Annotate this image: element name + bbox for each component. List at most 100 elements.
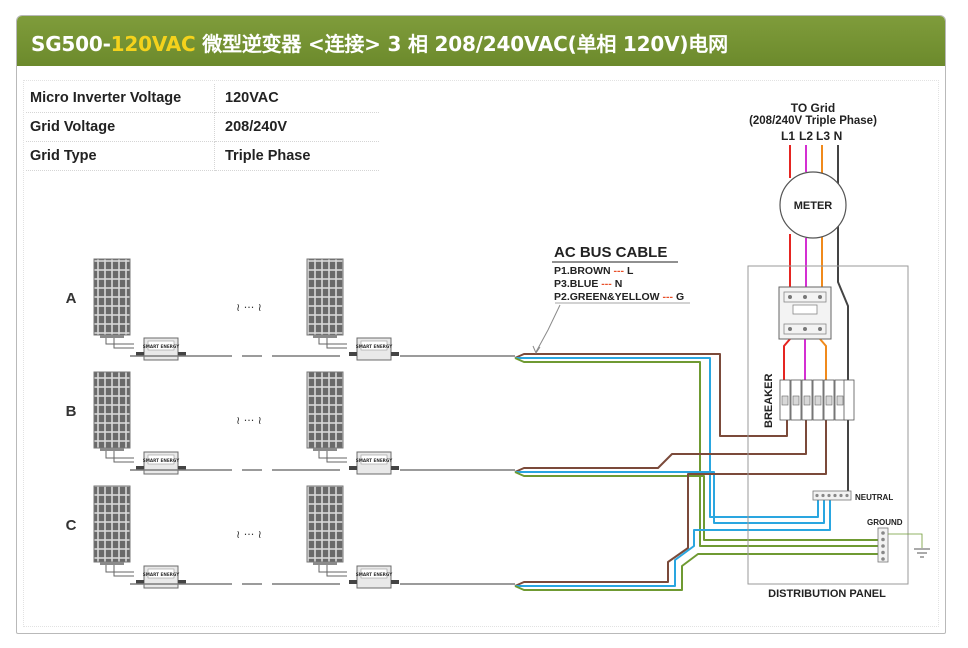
main-switch-screw — [788, 295, 792, 299]
microinverter-label-plate — [147, 568, 175, 579]
microinverter-connector — [178, 466, 186, 470]
main-switch-screw — [788, 327, 792, 331]
ac-bus-leader-arrow — [532, 345, 541, 355]
microinverter-connector — [136, 352, 144, 356]
microinverter-connector — [136, 580, 144, 584]
solar-panel-frame — [100, 562, 124, 565]
microinverter-brand: SMART ENERGY — [356, 458, 394, 463]
main-switch-screw — [803, 327, 807, 331]
solar-panel-frame — [313, 562, 337, 565]
solar-panel-icon — [306, 258, 344, 336]
row-label: C — [66, 517, 77, 534]
ac-bus-green-prefix: P2.GREEN&YELLOW — [554, 291, 660, 303]
main-switch-terminals — [783, 323, 827, 335]
panels-layer: SMART ENERGY SMART ENERGY SMART ENERGY SMAR… — [93, 258, 399, 589]
page-title: SG500-120VAC 微型逆变器 <连接> 3 相 208/240VAC(单… — [31, 28, 728, 57]
microinverter-brand: SMART ENERGY — [356, 344, 394, 349]
ground-label: GROUND — [867, 518, 903, 527]
row-b-neutral-wire — [515, 471, 825, 524]
spec-key: Grid Type — [26, 141, 215, 171]
title-bar: SG500-120VAC 微型逆变器 <连接> 3 相 208/240VAC(单… — [17, 16, 945, 66]
row-c-neutral-wire — [515, 500, 831, 587]
main-switch-terminals — [783, 291, 827, 303]
terminal-screw — [815, 493, 819, 498]
switch-l1-wire — [783, 338, 791, 380]
neutral-label: NEUTRAL — [855, 493, 893, 502]
title-rest: 微型逆变器 <连接> 3 相 208/240VAC(单相 120V)电网 — [195, 32, 728, 56]
terminal-screw — [881, 537, 885, 542]
solar-panel-icon — [306, 485, 344, 563]
labels-layer: A≀ ··· ≀B≀ ··· ≀C≀ ··· ≀ — [66, 290, 262, 541]
solar-panel-frame — [100, 335, 124, 338]
spec-value: 208/240V — [214, 112, 379, 142]
terminal-screw — [833, 493, 837, 498]
microinverter-connector — [136, 466, 144, 470]
main-switch-window — [792, 304, 818, 315]
switch-l3-wire — [819, 338, 827, 380]
spec-row: Grid Voltage 208/240V — [26, 112, 379, 142]
row-c-line-wire — [514, 420, 827, 587]
ground-screws — [881, 531, 885, 561]
meter-n-wire — [837, 224, 849, 380]
phase-label-l3: L3 — [816, 129, 830, 143]
phase-label-n: N — [834, 129, 843, 143]
ac-bus-blue-dash: --- — [601, 278, 612, 290]
microinverter-connector — [391, 580, 399, 584]
microinverter-icon: SMART ENERGY — [136, 451, 186, 475]
terminal-screw — [839, 493, 843, 498]
neutral-screws — [815, 493, 849, 498]
breaker-pole — [843, 379, 855, 421]
dc-lead — [318, 338, 347, 345]
content-area — [23, 80, 939, 627]
microinverter-connector — [178, 352, 186, 356]
ac-bus-green-dash: --- — [663, 291, 674, 303]
microinverter-connector — [349, 352, 357, 356]
microinverter-brand: SMART ENERGY — [143, 344, 181, 349]
microinverter-label-plate — [360, 568, 388, 579]
ac-bus-blue-suffix: N — [615, 278, 623, 290]
ac-bus-brown-dash: --- — [614, 265, 625, 277]
title-prefix: SG500- — [31, 32, 111, 56]
microinverter-label-plate — [360, 454, 388, 465]
spec-value: Triple Phase — [214, 141, 379, 171]
main-switch-screw — [818, 327, 822, 331]
terminal-screw — [845, 493, 849, 498]
microinverter-icon: SMART ENERGY — [349, 565, 399, 589]
dc-lead — [326, 565, 347, 577]
solar-panel-frame — [313, 448, 337, 451]
dc-lead — [113, 565, 134, 577]
ac-bus-brown-prefix: P1.BROWN — [554, 265, 611, 277]
microinverter-connector — [178, 580, 186, 584]
spec-row: Grid Type Triple Phase — [26, 141, 379, 171]
microinverter-connector — [391, 352, 399, 356]
breaker-toggle — [814, 395, 822, 406]
solar-panel-frame — [100, 448, 124, 451]
solar-panel-icon — [93, 258, 131, 336]
row-b-ground-wire — [514, 471, 878, 541]
row-ellipsis: ≀ ··· ≀ — [236, 301, 262, 314]
microinverter-connector — [349, 580, 357, 584]
earth-wire — [888, 533, 923, 548]
terminal-screw — [821, 493, 825, 498]
meter-icon — [779, 171, 847, 239]
breaker-toggle — [792, 395, 800, 406]
main-switch-screw — [803, 295, 807, 299]
breaker-label: BREAKER — [763, 374, 775, 428]
row-a-ground-wire — [514, 357, 878, 547]
ac-bus-brown-suffix: L — [627, 265, 634, 277]
solar-panel-icon — [306, 371, 344, 449]
microinverter-label-plate — [360, 340, 388, 351]
dc-lead — [113, 451, 134, 463]
spec-table: Micro Inverter Voltage 120VAC Grid Volta… — [26, 84, 379, 171]
ac-bus-green-suffix: G — [676, 291, 684, 303]
microinverter-label-plate — [147, 340, 175, 351]
ac-bus-blue-prefix: P3.BLUE — [554, 278, 598, 290]
row-ellipsis: ≀ ··· ≀ — [236, 528, 262, 541]
dc-lead — [318, 451, 347, 459]
solar-panel-icon — [93, 371, 131, 449]
phase-label-l2: L2 — [799, 129, 813, 143]
spec-key: Micro Inverter Voltage — [26, 84, 215, 113]
microinverter-icon: SMART ENERGY — [349, 337, 399, 361]
row-c-ground-wire — [514, 553, 878, 591]
